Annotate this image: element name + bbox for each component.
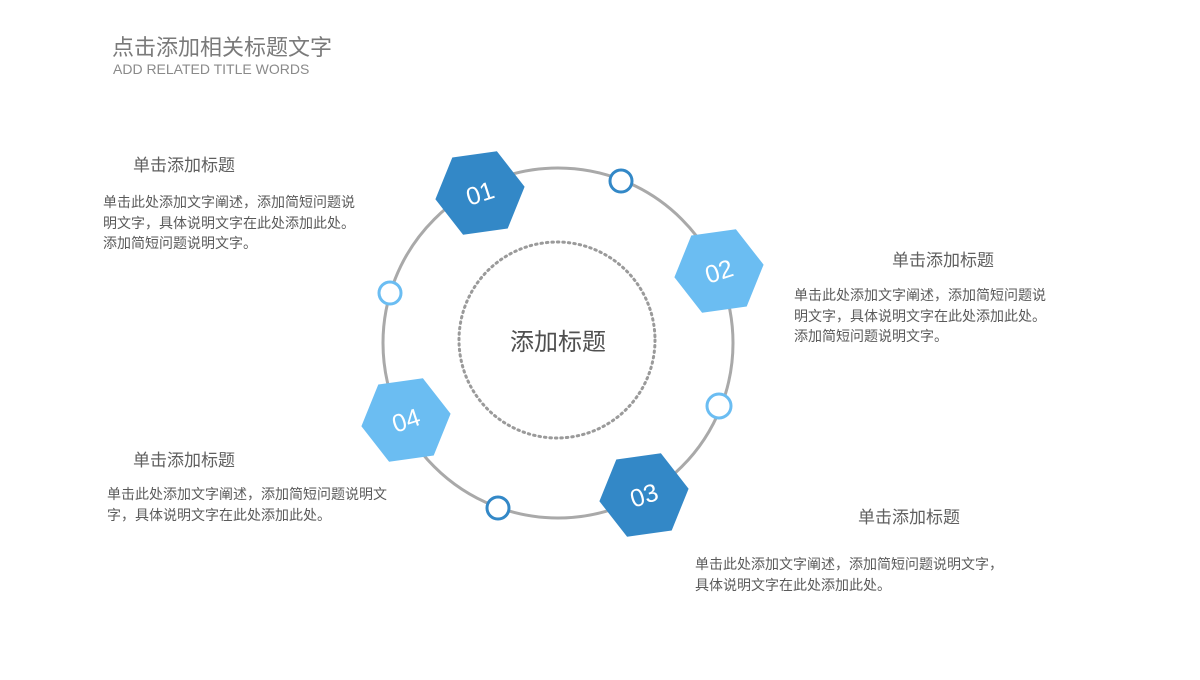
connector-dot-4 <box>377 280 403 306</box>
block-1-title: 单击添加标题 <box>133 156 235 176</box>
header-title: 点击添加相关标题文字 <box>112 36 333 61</box>
connector-dot-1 <box>608 168 634 194</box>
hexagon-step-02: 02 <box>674 229 764 313</box>
header-subtitle: ADD RELATED TITLE WORDS <box>113 61 310 77</box>
block-4-title: 单击添加标题 <box>133 451 235 471</box>
hexagon-step-04: 04 <box>361 378 451 462</box>
outer-ring <box>381 166 735 520</box>
block-1-description: 单击此处添加文字阐述，添加简短问题说明文字，具体说明文字在此处添加此处。添加简短… <box>103 195 355 252</box>
block-2-title: 单击添加标题 <box>892 251 994 271</box>
center-title: 添加标题 <box>510 328 606 356</box>
inner-dotted-ring <box>457 240 657 440</box>
hexagon-step-01: 01 <box>435 151 525 235</box>
block-2-description: 单击此处添加文字阐述，添加简短问题说明文字，具体说明文字在此处添加此处。添加简短… <box>794 288 1046 345</box>
connector-dot-3 <box>485 495 511 521</box>
connector-dot-2 <box>705 392 733 420</box>
hexagon-step-03: 03 <box>599 453 689 537</box>
block-3-description: 单击此处添加文字阐述，添加简短问题说明文字，具体说明文字在此处添加此处。 <box>695 557 1003 594</box>
block-3-title: 单击添加标题 <box>858 508 960 528</box>
block-4-description: 单击此处添加文字阐述，添加简短问题说明文字，具体说明文字在此处添加此处。 <box>107 487 387 524</box>
